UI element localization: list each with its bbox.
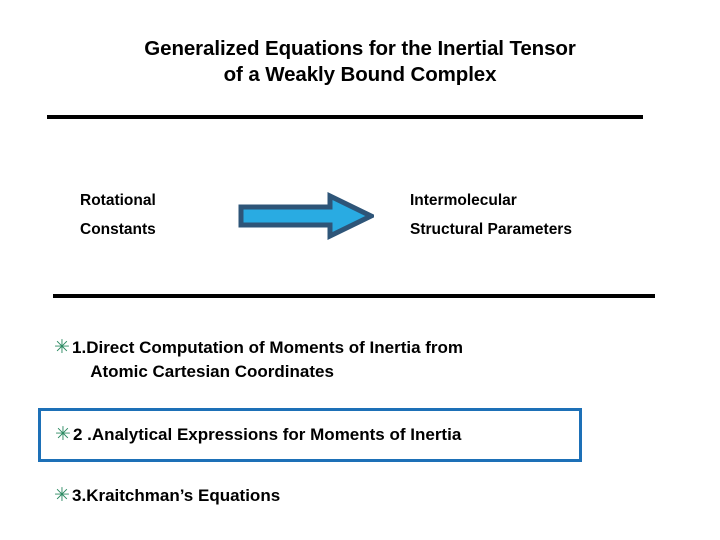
list-item-number: 2 . (73, 425, 92, 444)
list-item: ✳ 2 . Analytical Expressions for Moments… (55, 423, 461, 447)
list-item-line-1: Direct Computation of Moments of Inertia… (86, 338, 464, 357)
flow-target-line-1: Intermolecular (410, 192, 517, 209)
title-line-1: Generalized Equations for the Inertial T… (144, 37, 576, 60)
title-line-2: of a Weakly Bound Complex (223, 63, 497, 86)
list-item: ✳ 3. Kraitchman’s Equations (54, 484, 474, 508)
list-item-text: Analytical Expressions for Moments of In… (92, 423, 461, 447)
list-item: ✳ 1. Direct Computation of Moments of In… (54, 336, 614, 384)
list-item-number: 1. (72, 338, 87, 357)
asterisk-bullet-icon: ✳ (54, 337, 70, 358)
list-item-text: Kraitchman’s Equations (86, 484, 280, 508)
list-item-number: 3. (72, 486, 87, 505)
highlight-box-item-2[interactable]: ✳ 2 . Analytical Expressions for Moments… (38, 408, 582, 462)
flow-source-line-2: Constants (80, 221, 156, 238)
flow-target-label: Intermolecular Structural Parameters (410, 186, 572, 244)
divider-top (47, 115, 643, 119)
asterisk-bullet-icon: ✳ (55, 424, 71, 445)
right-arrow-icon (238, 191, 377, 241)
page-title: Generalized Equations for the Inertial T… (60, 36, 660, 88)
flow-source-line-1: Rotational (80, 192, 156, 209)
flow-target-line-2: Structural Parameters (410, 221, 572, 238)
list-item-line-2: Atomic Cartesian Coordinates (90, 362, 334, 381)
list-item-text: Direct Computation of Moments of Inertia… (86, 336, 463, 384)
divider-middle (53, 294, 655, 298)
flow-source-label: Rotational Constants (80, 186, 156, 244)
asterisk-bullet-icon: ✳ (54, 485, 70, 506)
list-item-line-1: Kraitchman’s Equations (86, 486, 281, 505)
list-item-line-1: Analytical Expressions for Moments of In… (91, 425, 462, 444)
